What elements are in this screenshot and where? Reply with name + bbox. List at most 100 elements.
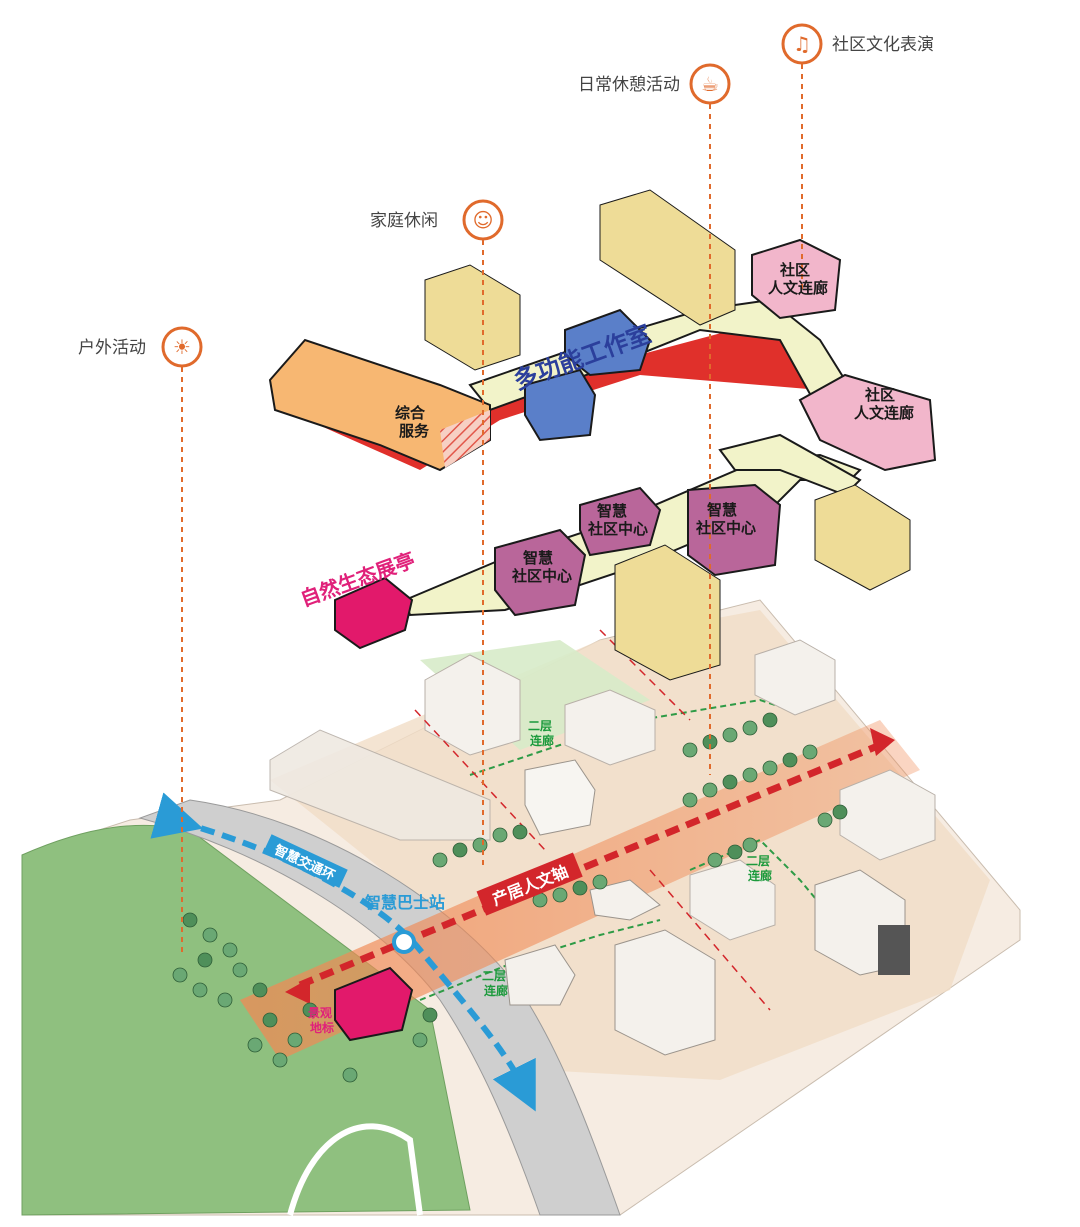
tree [832, 804, 848, 820]
link-c-label-2: 连廊 [484, 983, 508, 998]
tree [197, 952, 213, 968]
corridor-1-label-2: 人文连廊 [768, 279, 828, 297]
tree [817, 812, 833, 828]
tree [172, 967, 188, 983]
service-hatch [440, 410, 490, 468]
tree [722, 727, 738, 743]
building-ghost-5 [754, 639, 836, 716]
yellow-block-m2 [814, 484, 911, 591]
link-outline-a [469, 698, 791, 776]
tree [682, 792, 698, 808]
cross-line-3 [649, 869, 771, 1011]
tree [202, 927, 218, 943]
tree [762, 712, 778, 728]
tree [552, 887, 568, 903]
tree [252, 982, 268, 998]
callouts: ♫ ☕ ☺ ☀ 社区文化表演 日常休憩活动 家庭休闲 户外活动 [78, 23, 934, 955]
tree [287, 1032, 303, 1048]
center-3-label-1: 智慧 [707, 501, 737, 519]
upper-level [268, 189, 937, 472]
landmark-block [334, 966, 414, 1042]
svg-text:☀: ☀ [173, 335, 191, 359]
tree [472, 837, 488, 853]
building-ghost-9 [614, 929, 716, 1056]
tree [722, 774, 738, 790]
callout-label-outdoor: 户外活动 [78, 338, 146, 357]
tree [192, 982, 208, 998]
landmark-label-1: 景观 [308, 1006, 332, 1020]
service-label-1: 综合 [395, 404, 426, 422]
building-ghost-7 [689, 859, 776, 941]
svg-text:♫: ♫ [793, 32, 811, 56]
axis-arrow-line [298, 741, 882, 989]
outdoor-picnic-icon: ☀ [161, 326, 203, 368]
center-1-label-1: 智慧 [523, 549, 553, 567]
service-label-2: 服务 [399, 422, 430, 440]
tree [702, 782, 718, 798]
tree [682, 742, 698, 758]
corridor-2-label-1: 社区 [864, 386, 895, 404]
yellow-block-m1 [614, 544, 721, 681]
tree [182, 912, 198, 928]
building-ghost-6 [839, 769, 936, 861]
middle-level [334, 433, 911, 681]
tree [512, 824, 528, 840]
workshop-block-top [564, 308, 652, 377]
link-a-label-2: 连廊 [530, 733, 554, 748]
performance-icon: ♫ [781, 23, 823, 65]
corridor-block-2 [798, 373, 937, 472]
traffic-ring-arrow [150, 792, 536, 1112]
tree [412, 1032, 428, 1048]
ground-level [21, 599, 1021, 1216]
tree [422, 1007, 438, 1023]
link-a-label-1: 二层 [528, 719, 552, 733]
tree [762, 760, 778, 776]
callout-label-rest: 日常休憩活动 [578, 75, 680, 94]
workshop-block-bottom [524, 368, 597, 442]
center-1-label-2: 社区中心 [511, 567, 572, 585]
tree [342, 1067, 358, 1083]
building-ghost-11 [589, 879, 661, 921]
tree [272, 1052, 288, 1068]
park-path [287, 1123, 423, 1216]
tree [742, 837, 758, 853]
svg-text:☺: ☺ [473, 208, 494, 232]
tree [782, 752, 798, 768]
tree [222, 942, 238, 958]
corridor-1-label-1: 社区 [779, 261, 810, 279]
yellow-block-u1 [424, 264, 521, 371]
tree [432, 852, 448, 868]
link-b-label-2: 连廊 [748, 868, 772, 883]
tree [802, 744, 818, 760]
callout-label-culture: 社区文化表演 [832, 35, 934, 54]
family-icon: ☺ [462, 199, 504, 241]
dark-block [878, 925, 910, 975]
tree [247, 1037, 263, 1053]
landmark-label-2: 地标 [310, 1020, 334, 1035]
tree [727, 844, 743, 860]
center-3-label-2: 社区中心 [695, 519, 756, 537]
center-block-2 [579, 486, 662, 557]
tree [592, 874, 608, 890]
tree [452, 842, 468, 858]
bus-station-label: 智慧巴士站 [365, 893, 445, 912]
svg-text:☕: ☕ [701, 72, 719, 96]
corridor-2-label-2: 人文连廊 [854, 404, 914, 422]
bus-station-marker [392, 930, 416, 954]
tree [217, 992, 233, 1008]
center-block-1 [494, 528, 587, 617]
link-b-label-1: 二层 [746, 854, 770, 868]
building-ghost-2 [424, 654, 521, 756]
callout-label-family: 家庭休闲 [370, 211, 438, 230]
pavilion-block [334, 576, 414, 650]
tree [232, 962, 248, 978]
link-c-label-1: 二层 [482, 969, 506, 983]
center-2-label-2: 社区中心 [587, 520, 648, 538]
corridor-block-1 [751, 238, 842, 320]
tree [707, 852, 723, 868]
tree [572, 880, 588, 896]
yellow-block-u2 [599, 189, 736, 326]
axis-arrow-head-right [870, 728, 895, 756]
center-2-label-1: 智慧 [597, 502, 627, 520]
